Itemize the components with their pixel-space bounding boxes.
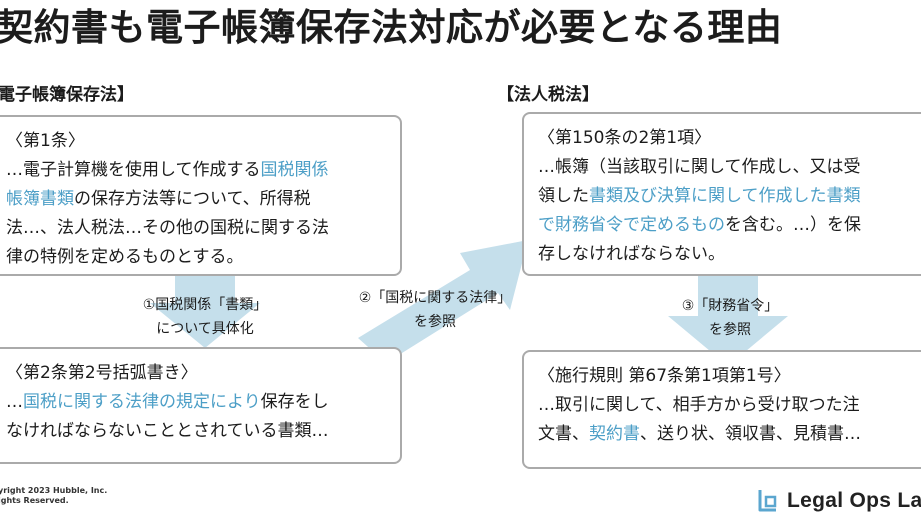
down-arrow-left xyxy=(150,268,260,348)
box-text-line: 帳簿書類の保存方法等について、所得税 xyxy=(6,185,386,214)
text-segment: 保存をし xyxy=(260,392,329,412)
text-segment: の保存方法等について、所得税 xyxy=(74,189,311,209)
box-heading: 〈第2条第2号括弧書き〉 xyxy=(6,363,198,383)
highlighted-text: 帳簿書類 xyxy=(6,189,74,209)
box-article-150-2: 〈第150条の2第1項〉 …帳簿（当該取引に関して作成し、又は受 領した書類及び… xyxy=(522,112,921,276)
note-2: ②「国税に関する法律」 を参照 xyxy=(340,286,530,334)
note-1: ①国税関係「書類」 について具体化 xyxy=(115,293,295,341)
text-segment: 、送り状、領収書、見積書… xyxy=(640,424,861,444)
box-text-line: …電子計算機を使用して作成する国税関係 xyxy=(6,156,386,185)
box-text-line: 律の特例を定めるものとする。 xyxy=(6,247,244,267)
box-heading: 〈第1条〉 xyxy=(6,131,85,151)
box-text-line: 存しなければならない。 xyxy=(538,244,725,264)
box-heading: 〈第150条の2第1項〉 xyxy=(538,128,712,148)
highlighted-text: で財務省令で定めるもの xyxy=(538,215,725,235)
note-line: を参照 xyxy=(414,314,456,330)
page-title: 契約書も電子帳簿保存法対応が必要となる理由 xyxy=(0,6,783,49)
box-article-2-para-2: 〈第2条第2号括弧書き〉 …国税に関する法律の規定により保存をし なければならな… xyxy=(0,347,402,464)
box-heading: 〈施行規則 第67条第1項第1号〉 xyxy=(538,366,791,386)
note-line: ③「財務省令」 xyxy=(681,298,779,314)
text-segment: … xyxy=(6,392,23,412)
box-text-line: …帳簿（当該取引に関して作成し、又は受 xyxy=(538,157,861,177)
highlighted-text: 書類及び決算に関して作成した書類 xyxy=(589,186,861,206)
copyright-line: yright 2023 Hubble, Inc. xyxy=(0,486,108,495)
box-enforcement-rule-67: 〈施行規則 第67条第1項第1号〉 …取引に関して、相手方から受け取つた注 文書… xyxy=(522,350,921,469)
box-text-line: 文書、契約書、送り状、領収書、見積書… xyxy=(538,420,916,449)
note-line: について具体化 xyxy=(156,321,254,337)
box-text-line: 領した書類及び決算に関して作成した書類 xyxy=(538,182,916,211)
note-3: ③「財務省令」 を参照 xyxy=(660,294,800,342)
box-text-line: …取引に関して、相手方から受け取つた注 xyxy=(538,395,860,415)
box-article-1: 〈第1条〉 …電子計算機を使用して作成する国税関係 帳簿書類の保存方法等について… xyxy=(0,115,402,276)
text-segment: 文書、 xyxy=(538,424,589,444)
section-label-denshi-choubo: 電子帳簿保存法】 xyxy=(0,85,134,105)
text-segment: 領した xyxy=(538,186,589,206)
box-text-line: …国税に関する法律の規定により保存をし xyxy=(6,388,386,417)
down-arrow-right xyxy=(668,268,788,366)
text-segment: …電子計算機を使用して作成する xyxy=(6,160,261,180)
copyright-line: ights Reserved. xyxy=(0,496,69,505)
section-label-houjinzei: 【法人税法】 xyxy=(497,85,599,105)
highlighted-text: 契約書 xyxy=(589,424,640,444)
diagonal-arrow-center xyxy=(358,240,528,363)
note-line: を参照 xyxy=(709,322,751,338)
note-line: ①国税関係「書類」 xyxy=(142,297,268,313)
box-text-line: なければならないこととされている書類… xyxy=(6,421,329,441)
copyright: yright 2023 Hubble, Inc. ights Reserved. xyxy=(0,486,107,506)
brand-logo: Legal Ops La xyxy=(757,488,921,514)
highlighted-text: 国税関係 xyxy=(260,160,329,180)
brand-name: Legal Ops La xyxy=(787,489,921,512)
box-text-line: で財務省令で定めるものを含む。…）を保 xyxy=(538,211,916,240)
legal-ops-logo-icon xyxy=(758,490,777,512)
text-segment: を含む。…）を保 xyxy=(725,215,861,235)
box-text-line: 法…、法人税法…その他の国税に関する法 xyxy=(6,218,329,238)
note-line: ②「国税に関する法律」 xyxy=(358,290,512,306)
highlighted-text: 国税に関する法律の規定により xyxy=(23,392,261,412)
